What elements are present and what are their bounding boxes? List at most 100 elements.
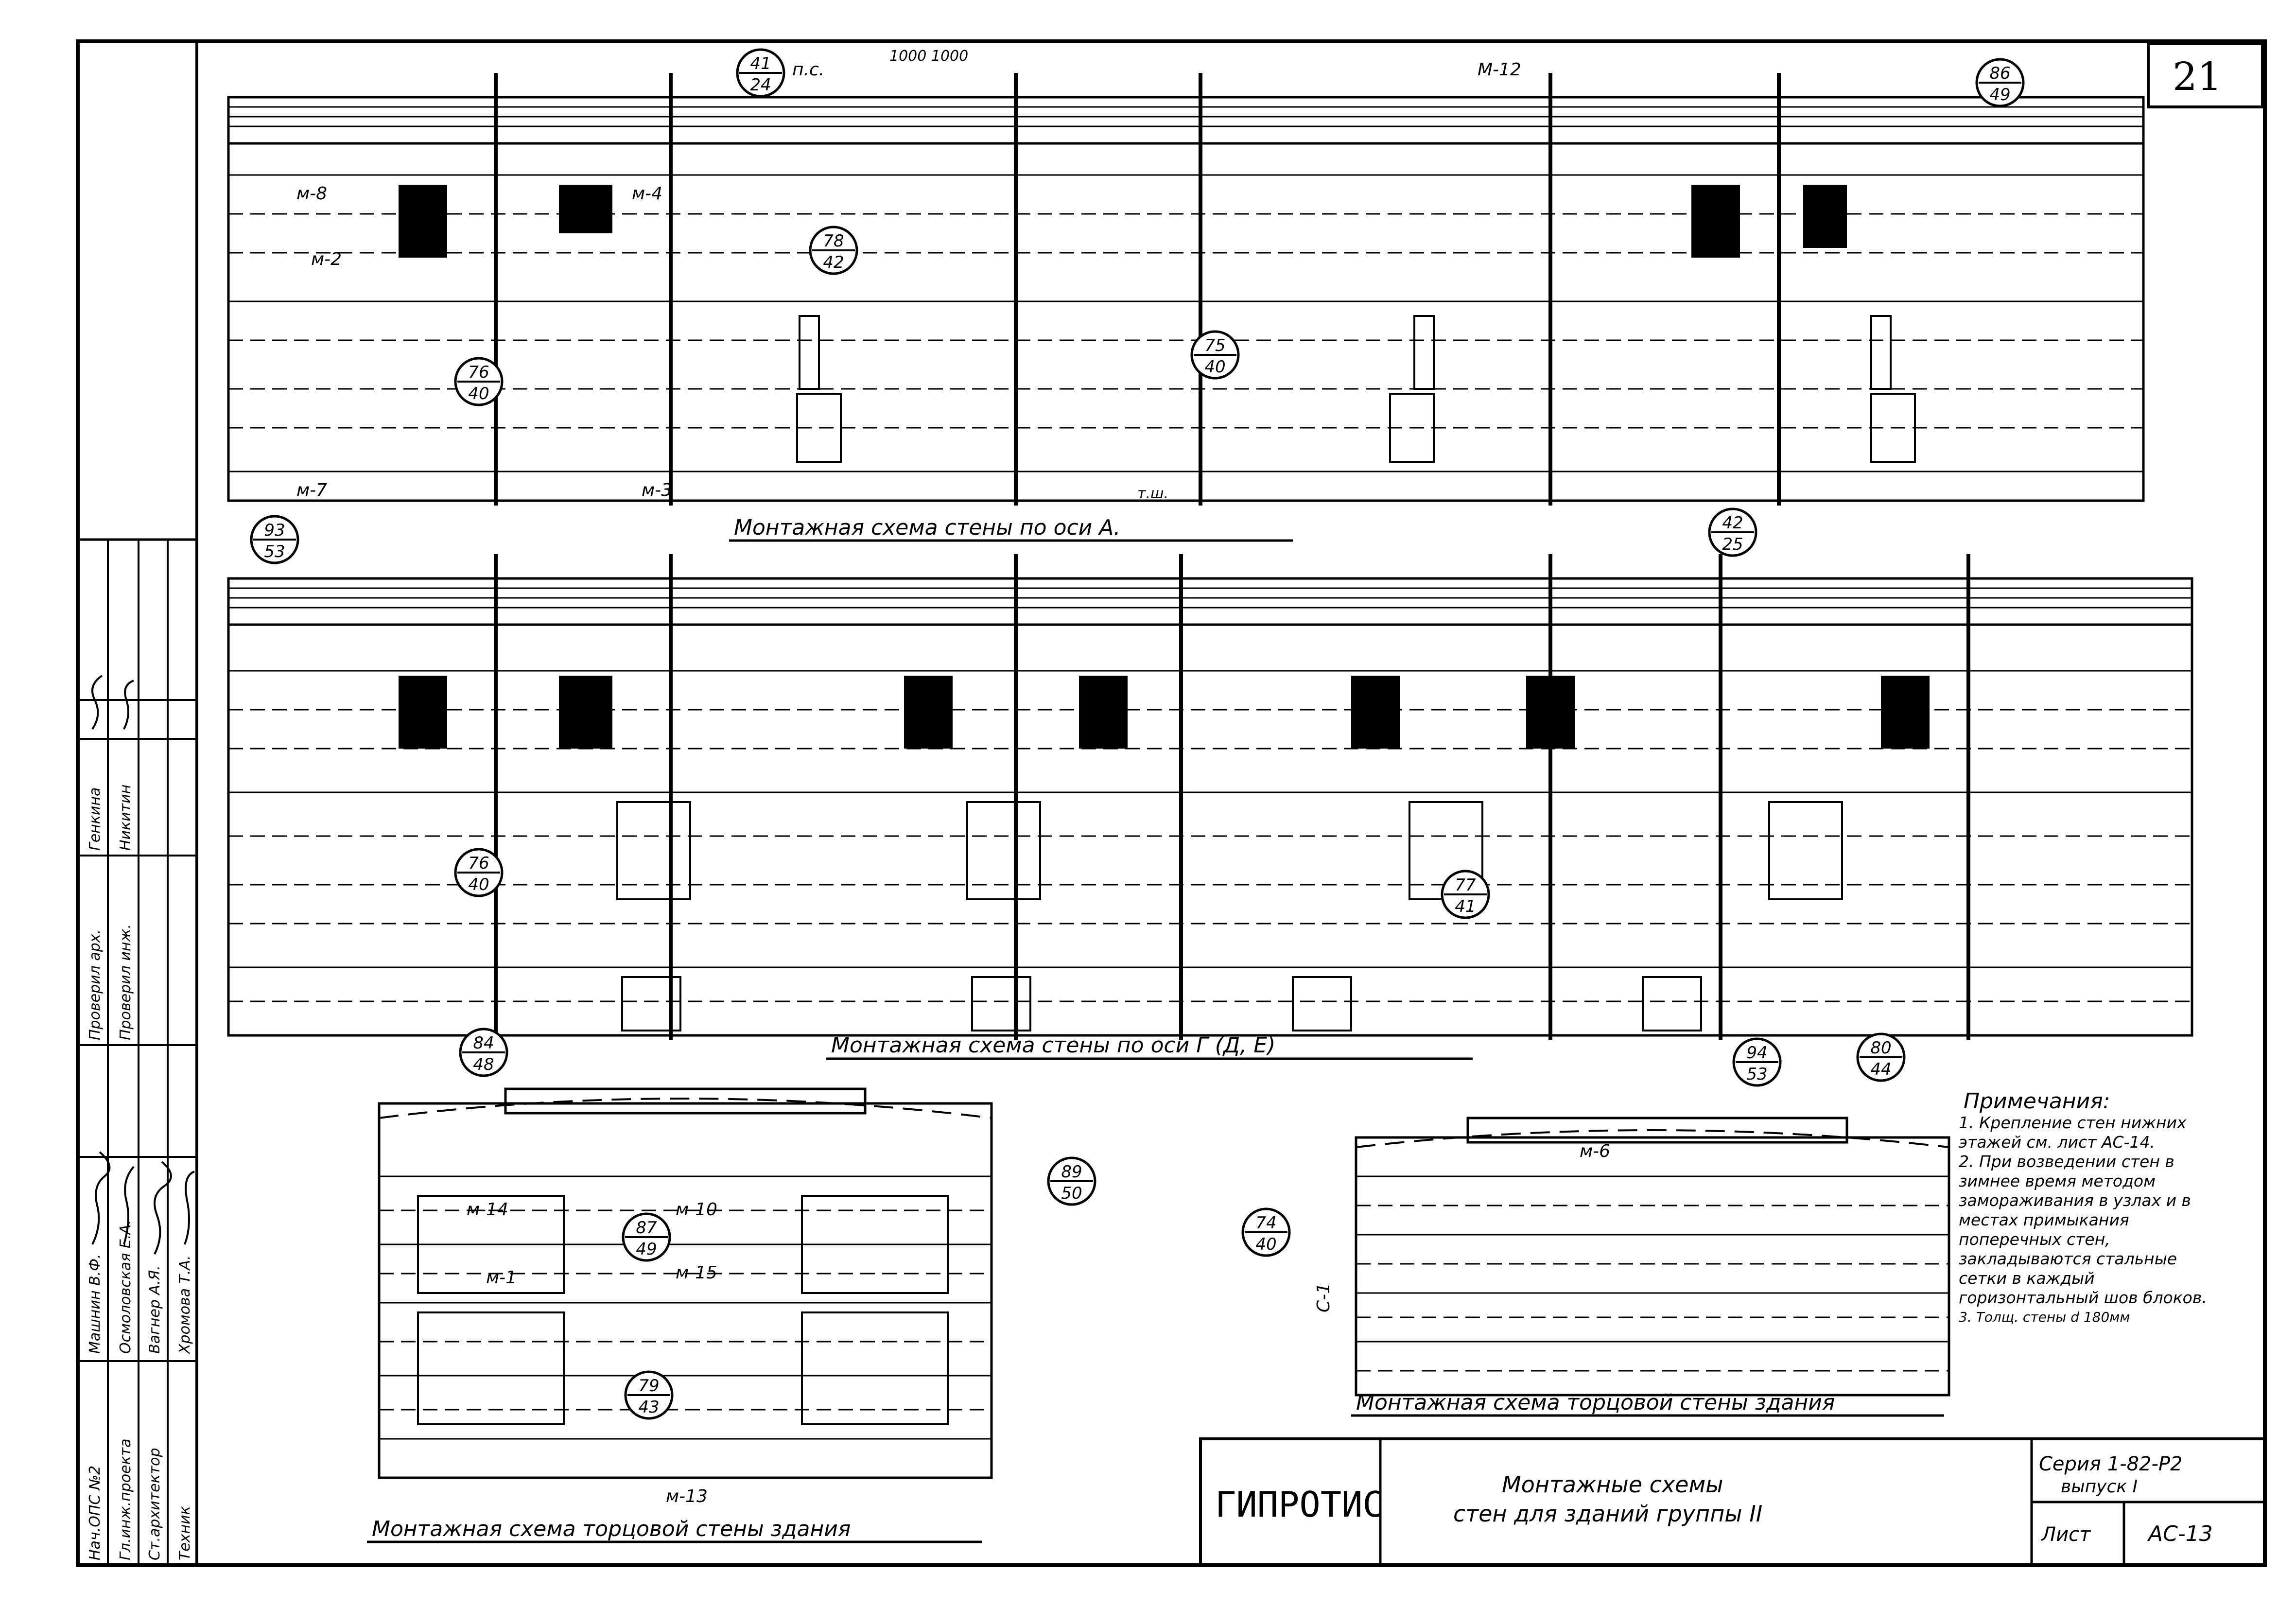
elevation-axis-a-parapet (227, 96, 2145, 145)
note-2: 2. При возведении стен в зимнее время ме… (1959, 1152, 2207, 1307)
signatures (91, 675, 195, 1255)
org-name: ГИПРОТИС (1215, 1484, 1384, 1525)
element-marks: м-8 м-4 м-2 м-7 м-3 М-12 п.с. 1000 1000 … (296, 48, 1610, 1506)
detail-ref-number: 74 (1255, 1213, 1276, 1233)
caption-axis-g: Монтажная схема стены по оси Г (Д, Е) (831, 1033, 1275, 1058)
elevation-axis-g-parapet (227, 577, 2193, 626)
detail-ref-sheet: 50 (1061, 1184, 1082, 1203)
mark-ps: п.с. (792, 60, 824, 80)
mark-m2: м-2 (311, 249, 342, 269)
elevation-axis-a (227, 73, 2145, 506)
check-role-1: Проверил арх. (87, 929, 104, 1040)
detail-ref-sheet: 24 (750, 75, 771, 95)
list-label: Лист (2040, 1523, 2091, 1546)
mark-m6: м-6 (1580, 1141, 1610, 1161)
detail-ref-sheet: 49 (636, 1240, 657, 1259)
detail-ref-sheet: 40 (468, 875, 489, 894)
check-name-2: Никитин (117, 785, 134, 851)
detail-ref-sheet: 25 (1722, 535, 1743, 554)
detail-ref-number: 80 (1870, 1038, 1891, 1058)
mark-m10: м-10 (676, 1200, 717, 1220)
mark-m8: м-8 (296, 184, 327, 204)
detail-ref-sheet: 43 (638, 1398, 659, 1417)
detail-ref-number: 75 (1204, 336, 1225, 355)
note-1: 1. Крепление стен нижних этажей см. лист… (1959, 1113, 2187, 1152)
check-role-2: Проверил инж. (117, 924, 134, 1040)
notes-block: Примечания: 1. Крепление стен нижних эта… (1959, 1089, 2207, 1325)
title-block: ГИПРОТИС Монтажные схемы стен для зданий… (1199, 1437, 2266, 1567)
stamp-name-4: Хромова Т.А. (176, 1256, 193, 1355)
detail-ref-sheet: 49 (1989, 85, 2010, 105)
stamp-column: Нач.ОПС №2 Гл.инж.проекта Ст.архитектор … (76, 538, 198, 1567)
detail-ref-sheet: 42 (823, 253, 844, 272)
detail-ref-sheet: 40 (468, 384, 489, 403)
detail-ref-number: 89 (1061, 1162, 1082, 1182)
mark-dim: 1000 1000 (889, 48, 968, 65)
caption-end-wall-left: Монтажная схема торцовой стены здания (372, 1517, 851, 1541)
detail-ref-number: 41 (750, 54, 771, 73)
detail-ref-number: 78 (823, 231, 844, 251)
list-value: АС-13 (2147, 1521, 2213, 1546)
mark-tsh: т.ш. (1137, 485, 1168, 502)
end-wall-left (378, 1087, 993, 1479)
detail-ref-number: 84 (473, 1033, 494, 1053)
outer-frame (76, 39, 2267, 1567)
mark-m7: м-7 (296, 480, 327, 500)
detail-ref-number: 42 (1722, 513, 1743, 533)
elevation-axis-a-body (227, 96, 2145, 502)
sheet-number-box: 21 (2147, 42, 2264, 108)
mark-m12: М-12 (1478, 60, 1521, 80)
mark-m4: м-4 (632, 184, 662, 204)
detail-ref-number: 77 (1455, 875, 1476, 895)
mark-m1: м-1 (486, 1268, 517, 1288)
stamp-role-2: Гл.инж.проекта (117, 1438, 134, 1560)
mark-s1: С-1 (1314, 1283, 1334, 1312)
detail-ref-number: 87 (636, 1218, 657, 1238)
detail-ref-sheet: 44 (1870, 1060, 1891, 1079)
title-line-2: стен для зданий группы II (1453, 1501, 1762, 1527)
detail-ref-number: 76 (468, 363, 489, 382)
mark-m14: м-14 (467, 1200, 508, 1220)
note-3: 3. Толщ. стены d 180мм (1959, 1309, 2130, 1325)
end-wall-right (1355, 1117, 1950, 1397)
stamp-name-2: Осмоловская Е.А. (117, 1220, 134, 1354)
caption-end-wall-right: Монтажная схема торцовой стены здания (1356, 1390, 1835, 1415)
detail-ref-number: 93 (264, 521, 285, 540)
mark-m15: м-15 (676, 1263, 717, 1283)
detail-ref-number: 76 (468, 854, 489, 873)
stamp-name-3: Вагнер А.Я. (146, 1265, 163, 1354)
caption-axis-a: Монтажная схема стены по оси А. (734, 515, 1120, 540)
detail-ref-sheet: 53 (1746, 1065, 1767, 1084)
stamp-role-4: Техник (176, 1506, 193, 1560)
detail-ref-sheet: 40 (1255, 1235, 1276, 1254)
inner-frame (195, 40, 2266, 1567)
stamp-role-3: Ст.архитектор (146, 1448, 163, 1560)
sheet-number: 21 (2173, 54, 2222, 99)
stamp-role-1: Нач.ОПС №2 (87, 1466, 104, 1560)
check-name-1: Генкина (87, 787, 104, 851)
detail-ref-number: 94 (1746, 1043, 1767, 1063)
detail-ref-sheet: 41 (1455, 897, 1476, 916)
detail-ref-number: 86 (1989, 64, 2010, 83)
mark-m3: м-3 (642, 480, 672, 500)
detail-ref-sheet: 48 (473, 1055, 494, 1074)
title-line-1: Монтажные схемы (1502, 1471, 1723, 1498)
detail-ref-number: 79 (638, 1376, 659, 1396)
